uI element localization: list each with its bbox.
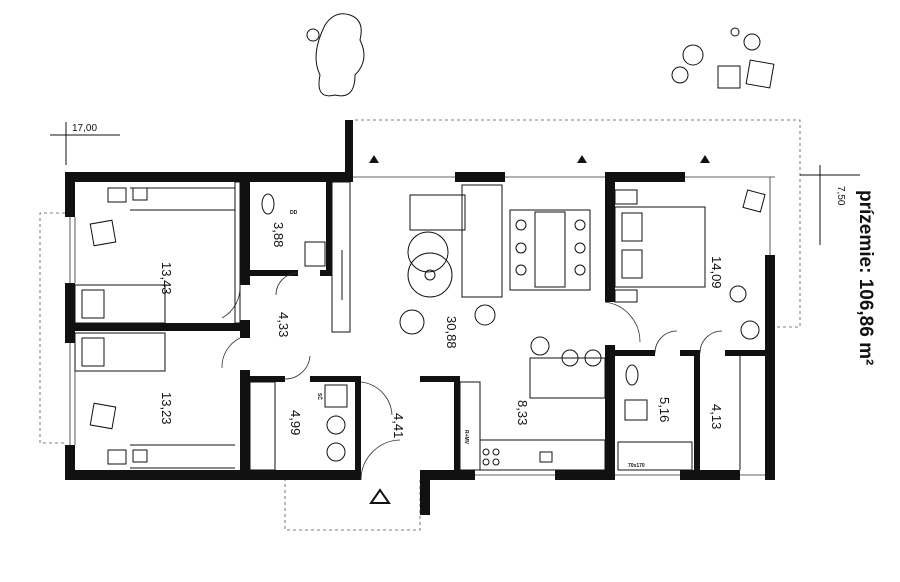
room-area-kitchen: 8,33 — [515, 400, 530, 425]
bathroom-fixtures: 70x170 — [617, 364, 693, 471]
room-area-bedroom-bottom-left: 13,23 — [159, 392, 174, 425]
master-bedroom-furniture — [614, 189, 766, 340]
bedroom-top-left-furniture — [74, 181, 241, 324]
tub-label: 70x170 — [628, 463, 645, 469]
room-area-bathroom-small: 3,88 — [271, 222, 286, 247]
floor-area-title: prízemie: 106,86 m² — [855, 190, 876, 365]
dimension-right-label: 7,50 — [835, 186, 846, 206]
shrub-illustration — [306, 13, 365, 97]
utility-fixtures: SČ — [249, 381, 348, 471]
dryer-label: SČ — [316, 393, 323, 400]
doors — [221, 272, 723, 481]
bathroom-small-fixtures: DD — [261, 193, 326, 267]
room-labels: 13,43 13,23 3,88 4,33 4,99 4,41 30,88 8,… — [159, 222, 724, 438]
room-area-hallway: 4,33 — [276, 312, 291, 337]
view-markers — [369, 155, 710, 504]
kitchen-fixtures: R+MV — [459, 336, 606, 471]
room-area-bathroom: 5,16 — [657, 397, 672, 422]
room-area-bedroom-top-left: 13,43 — [159, 262, 174, 295]
dimension-left-label: 17,00 — [72, 123, 97, 134]
kitchen-counter-left — [331, 181, 351, 333]
outer-walls — [65, 120, 775, 515]
terrace-furniture-illustration — [671, 27, 775, 89]
room-area-entrance: 4,41 — [391, 413, 406, 438]
living-furniture — [399, 184, 591, 335]
room-area-wardrobe: 4,13 — [709, 404, 724, 429]
room-area-living: 30,88 — [444, 316, 459, 349]
dd-label: DD — [290, 210, 298, 216]
dishwasher-label: R+MV — [463, 430, 469, 445]
dimension-right: 7,50 — [800, 165, 860, 245]
bedroom-bottom-left-furniture — [74, 332, 235, 469]
interior-walls — [75, 172, 765, 480]
dimension-left: 17,00 — [50, 122, 120, 165]
room-area-master-bedroom: 14,09 — [709, 256, 724, 289]
room-area-utility: 4,99 — [288, 410, 303, 435]
